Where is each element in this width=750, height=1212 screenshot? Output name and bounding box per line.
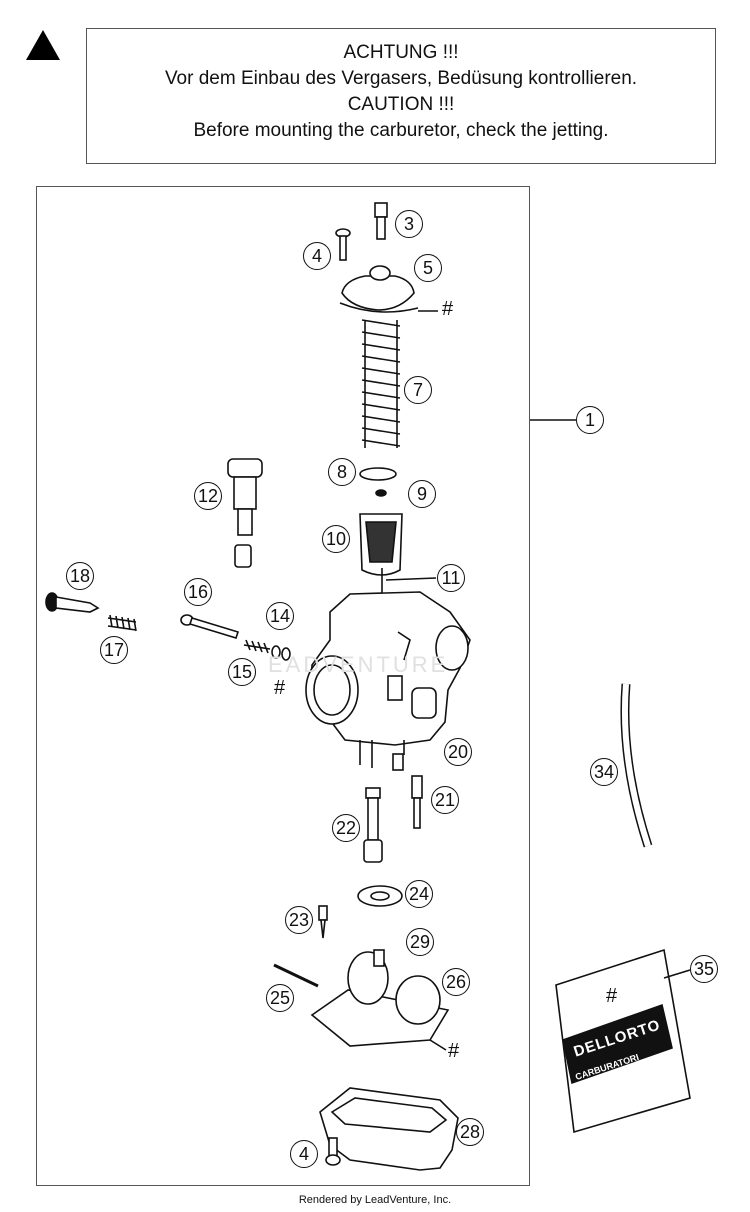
float-bowl-part-28	[319, 1087, 459, 1171]
carburetor-body-part-1	[305, 591, 471, 768]
screw-part-4-top	[335, 228, 351, 261]
leader-line-35	[663, 969, 691, 979]
notice-line-2: Vor dem Einbau des Vergasers, Bedüsung k…	[164, 68, 638, 89]
callout-34: 34	[590, 758, 618, 786]
screw-part-4-bottom	[325, 1137, 341, 1166]
callout-26: 26	[442, 968, 470, 996]
callout-23: 23	[285, 906, 313, 934]
callout-8: 8	[328, 458, 356, 486]
jet-part-21	[411, 775, 423, 829]
float-valve-part-23	[318, 905, 328, 939]
float-part-26	[310, 949, 450, 1047]
callout-4-top: 4	[303, 242, 331, 270]
hash-mark-26: #	[448, 1040, 460, 1062]
hash-mark-35: #	[606, 985, 618, 1007]
callout-35: 35	[690, 955, 718, 983]
callout-5: 5	[414, 254, 442, 282]
footer-credit: Rendered by LeadVenture, Inc.	[298, 1194, 452, 1206]
screw-part-16	[180, 614, 240, 639]
callout-3: 3	[395, 210, 423, 238]
callout-18: 18	[66, 562, 94, 590]
washer-part-14	[271, 645, 281, 659]
jet-packet-part-35	[555, 948, 691, 1134]
callout-9: 9	[408, 480, 436, 508]
callout-22: 22	[332, 814, 360, 842]
notice-line-4: Before mounting the carburetor, check th…	[193, 120, 609, 141]
jet-part-20	[392, 753, 404, 771]
choke-part-12	[227, 458, 263, 568]
caution-notice: ACHTUNG !!! Vor dem Einbau des Vergasers…	[86, 28, 716, 164]
screw-part-3	[374, 202, 388, 240]
warning-triangle-icon	[26, 30, 60, 60]
callout-25: 25	[266, 984, 294, 1012]
callout-14: 14	[266, 602, 294, 630]
callout-15: 15	[228, 658, 256, 686]
oring-part-14b	[281, 647, 291, 661]
callout-28: 28	[456, 1118, 484, 1146]
hash-mark-5: #	[442, 298, 454, 320]
callout-7: 7	[404, 376, 432, 404]
leader-line-11	[385, 577, 437, 581]
spring-part-7	[361, 319, 401, 448]
seal-part-24	[357, 885, 403, 907]
washer-part-8	[359, 467, 397, 481]
callout-11: 11	[437, 564, 465, 592]
slide-part-10	[359, 513, 403, 576]
screw-part-18	[45, 592, 100, 613]
spring-part-17	[107, 614, 137, 632]
notice-line-3: CAUTION !!!	[347, 94, 455, 115]
spring-part-15	[243, 639, 271, 654]
callout-29: 29	[406, 928, 434, 956]
callout-4-bottom: 4	[290, 1140, 318, 1168]
callout-21: 21	[431, 786, 459, 814]
callout-16: 16	[184, 578, 212, 606]
callout-17: 17	[100, 636, 128, 664]
callout-1: 1	[576, 406, 604, 434]
callout-12: 12	[194, 482, 222, 510]
cover-part-5	[339, 265, 419, 313]
assembly-frame	[36, 186, 530, 1186]
clip-part-9	[375, 489, 387, 497]
seal-hole-24	[370, 891, 390, 901]
callout-10: 10	[322, 525, 350, 553]
atomizer-part-22	[363, 787, 383, 863]
pin-part-25	[273, 963, 319, 988]
callout-20: 20	[444, 738, 472, 766]
callout-24: 24	[405, 880, 433, 908]
leader-hash-26	[429, 1039, 447, 1051]
watermark-text: EADVENTURE	[268, 652, 449, 677]
hash-mark-14: #	[274, 677, 286, 699]
notice-line-1: ACHTUNG !!!	[343, 42, 459, 63]
